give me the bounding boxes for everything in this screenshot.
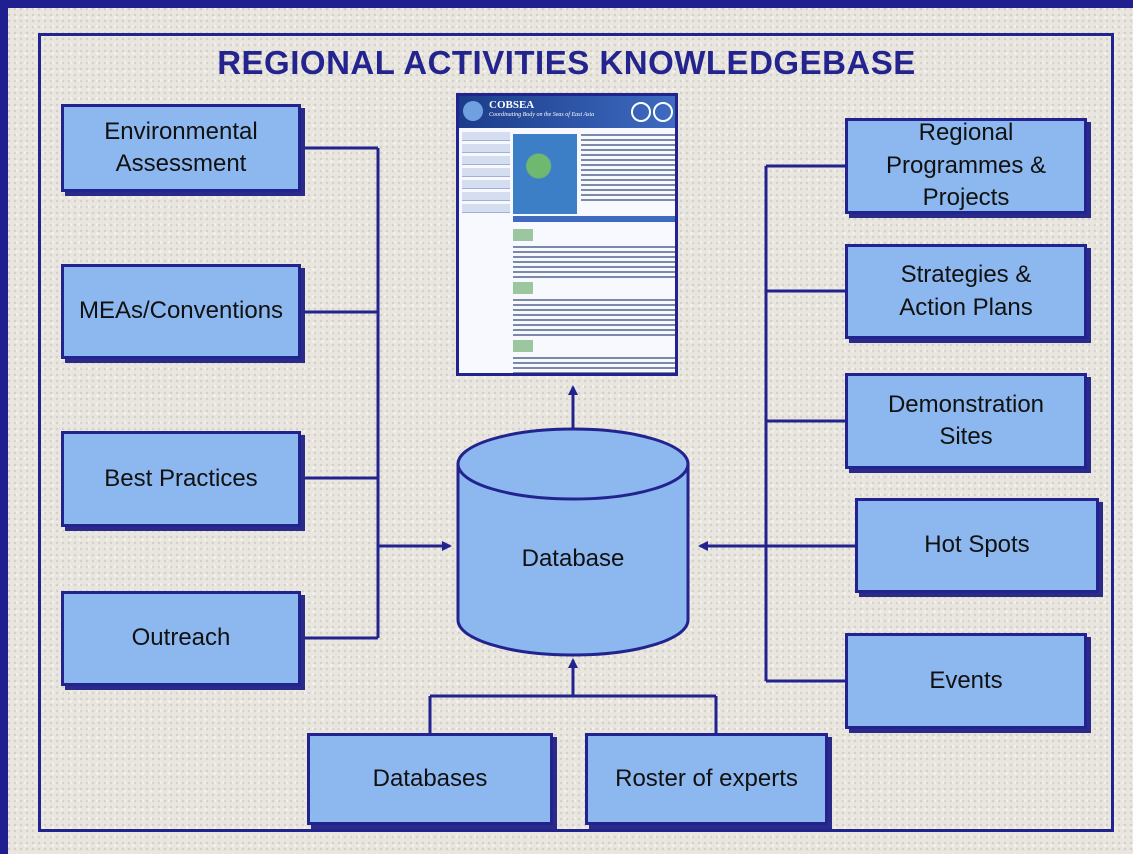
website-subtitle: Coordinating Body on the Seas of East As… (489, 112, 595, 118)
hot-spots-box: Hot Spots (855, 498, 1099, 593)
website-header: COBSEA Coordinating Body on the Seas of … (459, 96, 675, 128)
database-cylinder (456, 427, 690, 657)
outreach-box: Outreach (61, 591, 301, 686)
database-label: Database (521, 545, 625, 572)
website-screenshot: COBSEA Coordinating Body on the Seas of … (456, 93, 678, 376)
diagram-frame (38, 33, 1114, 832)
top-border (0, 0, 1133, 8)
website-intro-text (581, 134, 675, 204)
website-map-image (513, 134, 577, 214)
databases-box: Databases (307, 733, 553, 825)
website-news-list (513, 228, 675, 373)
events-box: Events (845, 633, 1087, 729)
website-title: COBSEA (489, 99, 535, 111)
meas-conventions-box: MEAs/Conventions (61, 264, 301, 359)
demonstration-sites-box: Demonstration Sites (845, 373, 1087, 469)
cobsea-logo-icon (463, 101, 483, 121)
unep-logo-icon (631, 102, 651, 122)
website-section-bar (513, 216, 675, 222)
environmental-assessment-box: Environmental Assessment (61, 104, 301, 192)
diagram-title: REGIONAL ACTIVITIES KNOWLEDGEBASE (217, 44, 916, 81)
best-practices-box: Best Practices (61, 431, 301, 527)
left-border (0, 0, 8, 854)
regional-programmes-box: Regional Programmes & Projects (845, 118, 1087, 214)
strategies-action-plans-box: Strategies & Action Plans (845, 244, 1087, 339)
un-logo-icon (653, 102, 673, 122)
roster-of-experts-box: Roster of experts (585, 733, 828, 825)
website-nav (462, 132, 510, 216)
